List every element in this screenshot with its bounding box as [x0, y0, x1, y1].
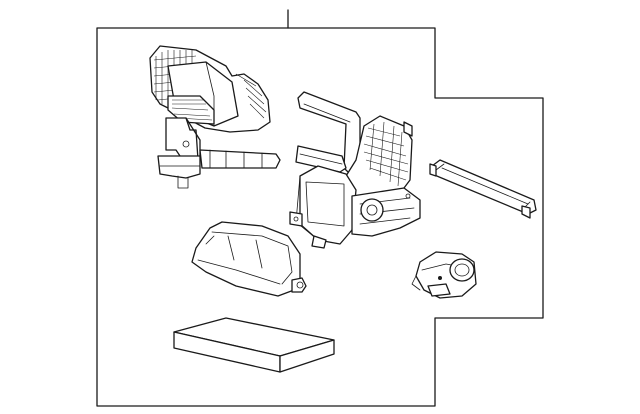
motor-actuator — [411, 251, 477, 299]
blower-case-assembly — [289, 91, 421, 249]
blower-housing-upper — [149, 45, 281, 189]
filter-cover-plate — [429, 159, 537, 219]
blower-motor — [191, 221, 307, 297]
assembly-frame — [96, 27, 544, 407]
cabin-air-filter — [173, 317, 335, 373]
